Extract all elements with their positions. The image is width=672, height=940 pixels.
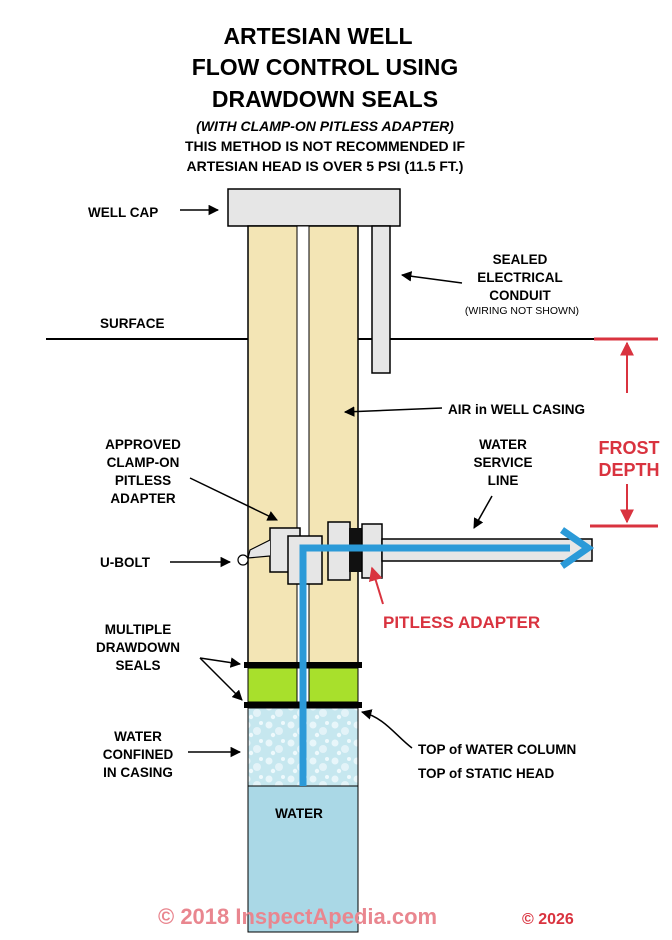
water-column: [247, 785, 359, 933]
label-seals-1: MULTIPLE: [105, 622, 172, 637]
title-line-2: FLOW CONTROL USING: [192, 54, 459, 80]
water-flow-path: [299, 544, 570, 786]
copyright-year: © 2026: [522, 911, 574, 928]
label-water: WATER: [275, 806, 323, 821]
label-seals-3: SEALS: [115, 658, 160, 673]
frost-depth-label-1: FROST: [599, 438, 660, 458]
title-line-3: DRAWDOWN SEALS: [212, 86, 438, 112]
label-seals-2: DRAWDOWN: [96, 640, 180, 655]
label-service-1: WATER: [479, 437, 527, 452]
electrical-conduit: [371, 225, 391, 374]
label-approved-2: CLAMP-ON: [107, 455, 180, 470]
label-wiring-note: (WIRING NOT SHOWN): [465, 305, 579, 317]
label-confined-2: CONFINED: [103, 747, 174, 762]
subtitle-line-1: THIS METHOD IS NOT RECOMMENDED IF: [185, 138, 465, 154]
label-confined-3: IN CASING: [103, 765, 173, 780]
subtitle-line-2: ARTESIAN HEAD IS OVER 5 PSI (11.5 FT.): [187, 158, 464, 174]
well-cap: [227, 188, 401, 227]
label-service-2: SERVICE: [473, 455, 532, 470]
label-approved-1: APPROVED: [105, 437, 181, 452]
label-u-bolt: U-BOLT: [100, 555, 151, 570]
label-approved-4: ADAPTER: [110, 491, 176, 506]
label-top-water-column: TOP of WATER COLUMN: [418, 742, 576, 757]
label-service-3: LINE: [488, 473, 519, 488]
frost-depth-label-2: DEPTH: [598, 460, 659, 480]
title-line-1: ARTESIAN WELL: [223, 23, 412, 49]
copyright-main: © 2018 InspectApedia.com: [158, 904, 437, 929]
label-air: AIR in WELL CASING: [448, 402, 585, 417]
label-conduit-3: CONDUIT: [489, 288, 551, 303]
label-conduit-2: ELECTRICAL: [477, 270, 563, 285]
label-confined-1: WATER: [114, 729, 162, 744]
u-bolt-shape: [247, 539, 271, 559]
label-approved-3: PITLESS: [115, 473, 171, 488]
water-flow-arrowhead: [560, 527, 595, 569]
label-conduit-1: SEALED: [493, 252, 548, 267]
u-bolt-nut: [237, 554, 249, 566]
label-surface: SURFACE: [100, 316, 165, 331]
label-top-static-head: TOP of STATIC HEAD: [418, 766, 555, 781]
subtitle-italic: (WITH CLAMP-ON PITLESS ADAPTER): [196, 118, 454, 134]
label-pitless-adapter: PITLESS ADAPTER: [383, 613, 540, 632]
label-well-cap: WELL CAP: [88, 205, 158, 220]
